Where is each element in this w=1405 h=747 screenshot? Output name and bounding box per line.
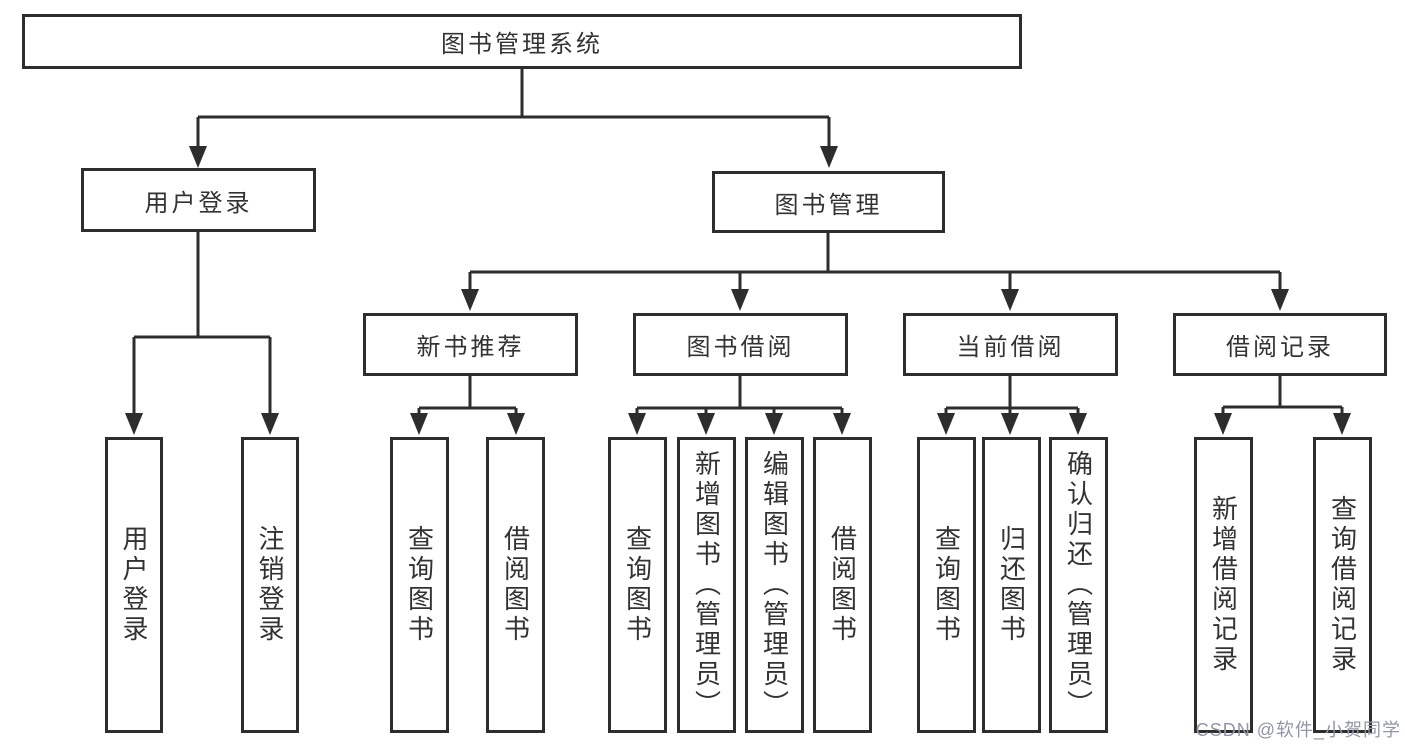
node-library-system-label: 图书管理系统 (441, 31, 603, 58)
node-book-borrowing-label: 图书借阅 (686, 334, 795, 361)
node-new-book-recommendation-label: 新书推荐 (416, 334, 525, 361)
leaf-confirm-return-admin: 确认归还（管理员） (1049, 437, 1108, 733)
node-book-management: 图书管理 (712, 171, 945, 233)
node-user-login: 用户登录 (81, 168, 316, 232)
leaf-add-borrow-record: 新增借阅记录 (1194, 437, 1253, 733)
leaf-query-books-current: 查询图书 (917, 437, 976, 733)
node-borrowing-records-label: 借阅记录 (1226, 334, 1334, 361)
node-current-borrowing: 当前借阅 (903, 313, 1118, 376)
leaf-return-book: 归还图书 (982, 437, 1041, 733)
leaf-query-books-borrow-label: 查询图书 (622, 525, 653, 645)
leaf-query-books-newbook-label: 查询图书 (404, 525, 435, 645)
leaf-borrow-books-borrow-label: 借阅图书 (827, 525, 858, 645)
leaf-borrow-books-borrow: 借阅图书 (813, 437, 872, 733)
node-new-book-recommendation: 新书推荐 (363, 313, 578, 376)
leaf-query-books-current-label: 查询图书 (931, 525, 962, 645)
leaf-user-login: 用户登录 (105, 437, 163, 733)
leaf-query-books-borrow: 查询图书 (608, 437, 667, 733)
leaf-add-borrow-record-label: 新增借阅记录 (1208, 495, 1239, 675)
node-book-borrowing: 图书借阅 (633, 313, 848, 376)
leaf-return-book-label: 归还图书 (996, 525, 1027, 645)
leaf-query-books-newbook: 查询图书 (390, 437, 449, 733)
node-book-management-label: 图书管理 (774, 191, 883, 219)
leaf-query-borrow-record-label: 查询借阅记录 (1327, 495, 1358, 675)
leaf-borrow-books-newbook: 借阅图书 (486, 437, 545, 733)
leaf-logout-label: 注销登录 (255, 525, 285, 645)
leaf-edit-book-admin-label: 编辑图书（管理员） (759, 450, 790, 720)
leaf-query-borrow-record: 查询借阅记录 (1313, 437, 1372, 733)
leaf-add-book-admin-label: 新增图书（管理员） (691, 450, 722, 720)
leaf-confirm-return-admin-label: 确认归还（管理员） (1063, 450, 1094, 720)
csdn-watermark: CSDN @软件_小贺同学 (1195, 720, 1401, 740)
leaf-borrow-books-newbook-label: 借阅图书 (500, 525, 531, 645)
node-user-login-label: 用户登录 (144, 189, 253, 217)
leaf-add-book-admin: 新增图书（管理员） (677, 437, 736, 733)
leaf-edit-book-admin: 编辑图书（管理员） (745, 437, 804, 733)
leaf-logout: 注销登录 (241, 437, 299, 733)
node-library-system: 图书管理系统 (22, 14, 1022, 69)
leaf-user-login-label: 用户登录 (119, 525, 149, 645)
node-current-borrowing-label: 当前借阅 (956, 334, 1065, 361)
node-borrowing-records: 借阅记录 (1173, 313, 1387, 376)
